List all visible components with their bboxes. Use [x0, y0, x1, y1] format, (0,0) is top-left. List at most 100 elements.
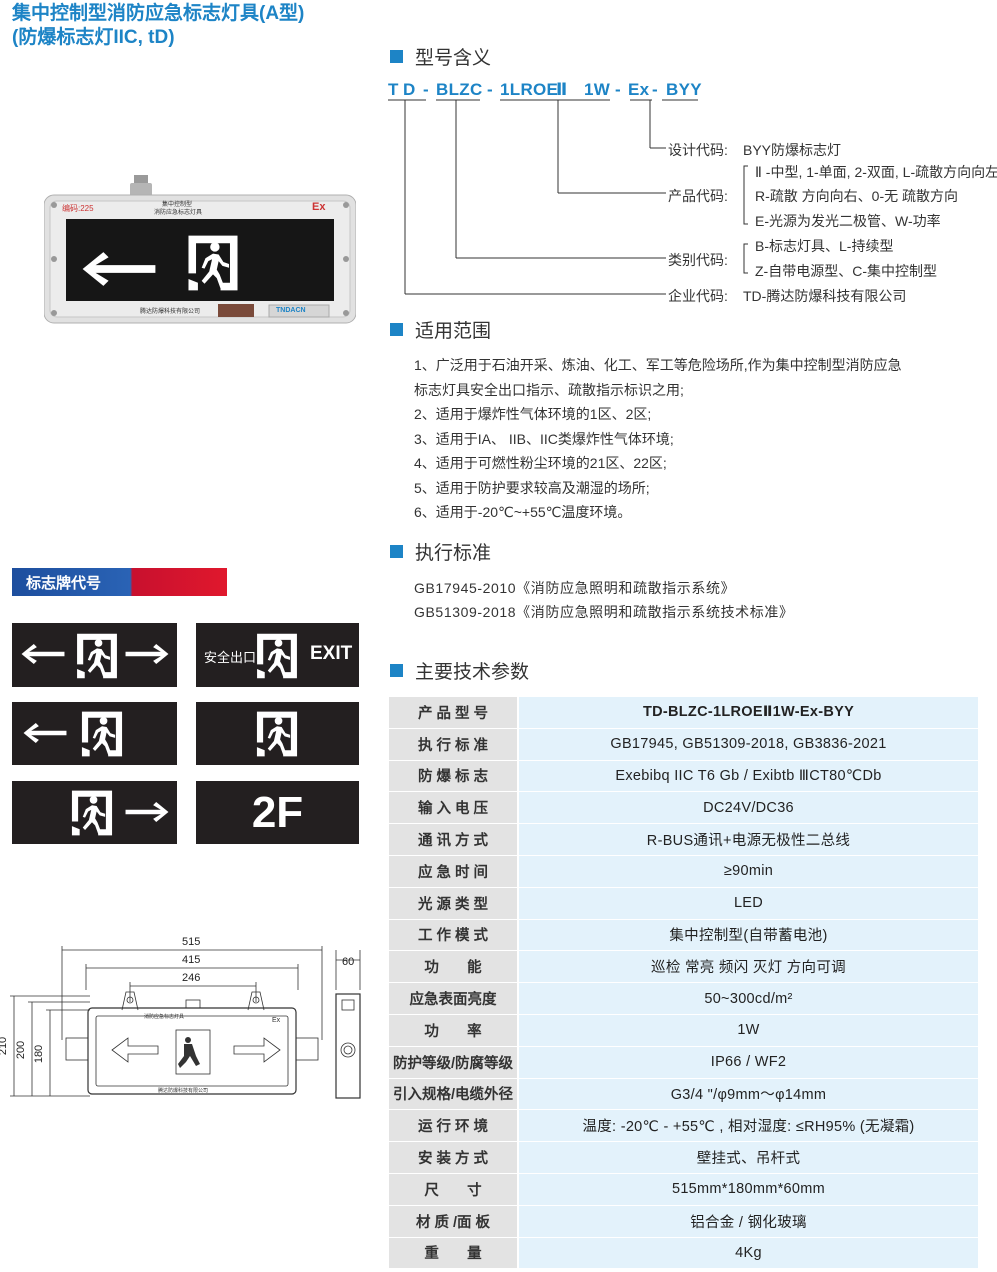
arrow-right-icon	[124, 799, 170, 825]
sign-floor: 2F	[196, 781, 359, 844]
exit-runner-icon	[252, 707, 302, 761]
section-specs: 主要技术参数	[390, 657, 529, 683]
exit-runner-icon	[254, 629, 300, 683]
code-part: T	[388, 80, 399, 99]
spec-value: Exebibq IIC T6 Gb / Exibtb ⅢCT80℃Db	[519, 760, 978, 793]
dim-label-name: 消防应急标志灯具	[144, 1014, 185, 1020]
spec-value: 铝合金 / 钢化玻璃	[519, 1205, 978, 1238]
spec-key: 输 入 电 压	[389, 792, 517, 825]
exit-runner-icon	[68, 786, 116, 840]
spec-value: 50~300cd/m²	[519, 983, 978, 1015]
product-photo: 编码:225 集中控制型 消防应急标志灯具 Ex 腾达防爆科技有限公司 TNDA…	[43, 175, 357, 325]
scope-line: 2、适用于爆炸性气体环境的1区、2区;	[414, 406, 652, 422]
design-code-label: 设计代码:	[668, 142, 728, 158]
dim-maker: 腾达防爆科技有限公司	[158, 1088, 209, 1094]
scope-line: 6、适用于-20℃~+55℃温度环境。	[414, 504, 632, 520]
code-part: 1LROE	[500, 80, 559, 99]
dim-180: 180	[33, 1044, 46, 1064]
exit-cn-text: 安全出口	[204, 650, 257, 665]
section-scope: 适用范围	[390, 316, 491, 342]
spec-key: 功 率	[389, 1014, 517, 1047]
spec-value: 温度: -20℃ - +55℃ , 相对湿度: ≤RH95% (无凝霜)	[519, 1110, 978, 1143]
spec-value: GB17945, GB51309-2018, GB3836-2021	[519, 728, 978, 761]
scope-list: 1、广泛用于石油开采、炼油、化工、军工等危险场所,作为集中控制型消防应急 标志灯…	[414, 353, 902, 525]
code-part: -	[652, 80, 658, 99]
spec-value: 1W	[519, 1014, 978, 1047]
table-row: 应 急 时 间≥90min	[389, 855, 978, 888]
section-heading: 执行标准	[415, 542, 492, 564]
photo-maker: 腾达防爆科技有限公司	[140, 309, 201, 315]
spec-key: 尺 寸	[389, 1173, 517, 1206]
spec-key: 光 源 类 型	[389, 887, 517, 920]
section-model-meaning: 型号含义	[390, 43, 491, 69]
dim-200: 200	[15, 1040, 28, 1060]
dim-246: 246	[182, 972, 201, 984]
sign-left-direction	[12, 702, 177, 765]
code-part: -	[423, 80, 429, 99]
spec-key: 通 讯 方 式	[389, 824, 517, 856]
scope-line: 3、适用于IA、 IIB、IIC类爆炸性气体环境;	[414, 430, 674, 447]
company-code-label: 企业代码:	[668, 288, 728, 304]
model-code-connectors	[388, 99, 748, 295]
dim-ex-mark: Ex	[272, 1017, 281, 1024]
spec-value: 壁挂式、吊杆式	[519, 1142, 978, 1174]
table-row: 功 能巡检 常亮 频闪 灭灯 方向可调	[389, 951, 978, 984]
standard-line: GB51309-2018《消防应急照明和疏散指示系统技术标准》	[414, 604, 794, 620]
spec-key: 重 量	[389, 1237, 517, 1270]
spec-key: 运 行 环 境	[389, 1110, 517, 1143]
spec-key: 应 急 时 间	[389, 855, 517, 888]
spec-value: 巡检 常亮 频闪 灭灯 方向可调	[519, 951, 978, 984]
standard-line: GB17945-2010《消防应急照明和疏散指示系统》	[414, 580, 736, 596]
code-part: -	[487, 80, 493, 99]
exit-runner-icon	[78, 707, 126, 761]
category-code-line: Z-自带电源型、C-集中控制型	[755, 263, 937, 279]
code-part: Ex	[628, 80, 650, 99]
spec-key: 防护等级/防腐等级	[389, 1046, 517, 1079]
spec-value: TD-BLZC-1LROEⅡ1W-Ex-BYY	[519, 697, 978, 729]
spec-key: 功 能	[389, 951, 517, 984]
page-subtitle: (防爆标志灯IIC, tD)	[12, 27, 175, 48]
dim-60: 60	[342, 956, 355, 968]
arrow-right-icon	[124, 641, 170, 667]
spec-key: 防 爆 标 志	[389, 760, 517, 793]
arrow-left-icon	[22, 720, 68, 746]
section-square-icon	[390, 663, 403, 677]
product-code-label: 产品代码:	[668, 188, 728, 204]
photo-label-name1: 集中控制型	[162, 202, 193, 208]
spec-key: 应急表面亮度	[389, 983, 517, 1015]
scope-line: 4、适用于可燃性粉尘环境的21区、22区;	[414, 455, 667, 471]
spec-key: 执 行 标 准	[389, 728, 517, 761]
section-square-icon	[390, 544, 403, 558]
code-part: 1W	[584, 80, 611, 99]
product-code-line: Ⅱ -中型, 1-单面, 2-双面, L-疏散方向向左	[755, 164, 997, 180]
code-part: BLZC	[436, 80, 483, 99]
table-row: 工 作 模 式集中控制型(自带蓄电池)	[389, 919, 978, 952]
category-code-line: B-标志灯具、L-持续型	[755, 238, 894, 254]
arrow-left-icon	[20, 641, 66, 667]
model-code: T D - BLZC - 1LROE Ⅱ 1W - Ex - BYY	[388, 80, 708, 102]
section-heading: 型号含义	[415, 47, 492, 69]
floor-text: 2F	[251, 788, 304, 837]
spec-value: 4Kg	[519, 1237, 978, 1270]
sign-codes-tab: 标志牌代号	[12, 568, 227, 596]
spec-key: 产 品 型 号	[389, 697, 517, 729]
sign-safety-exit: 安全出口 EXIT	[196, 623, 359, 687]
page-title: 集中控制型消防应急标志灯具(A型)	[12, 3, 305, 24]
exit-en-text: EXIT	[310, 643, 353, 664]
sign-exit-only	[196, 702, 359, 765]
spec-value: IP66 / WF2	[519, 1046, 978, 1079]
sign-codes-heading: 标志牌代号	[26, 575, 102, 592]
spec-value: ≥90min	[519, 855, 978, 888]
spec-key: 引入规格/电缆外径	[389, 1078, 517, 1111]
spec-value: LED	[519, 887, 978, 920]
spec-value: G3/4 "/φ9mm～φ14mm	[519, 1078, 978, 1111]
code-part: D	[403, 80, 416, 99]
